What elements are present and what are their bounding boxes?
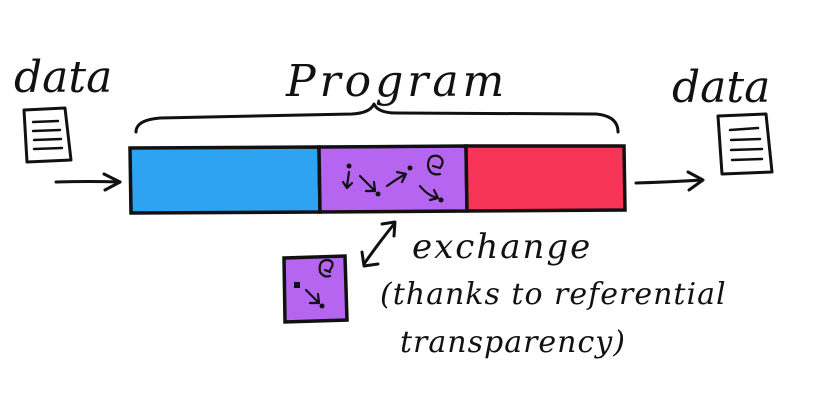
output-document-icon xyxy=(716,112,774,176)
input-arrow xyxy=(54,180,122,184)
output-arrowhead xyxy=(686,170,705,192)
program-segment-right xyxy=(464,144,627,213)
program-label: Program xyxy=(285,56,508,107)
middle-segment-doodles xyxy=(341,154,444,203)
program-brace xyxy=(134,102,620,134)
referential-label: (thanks to referential xyxy=(380,277,727,312)
input-arrowhead xyxy=(102,172,122,192)
program-bar xyxy=(128,144,627,215)
replacement-block-doodles xyxy=(294,258,334,309)
program-segment-middle xyxy=(317,144,469,214)
program-segment-left xyxy=(128,145,322,215)
exchange-double-arrow xyxy=(360,220,397,268)
output-data-label: data xyxy=(672,62,770,113)
input-document-icon xyxy=(22,106,73,164)
transparency-label: transparency) xyxy=(400,325,626,360)
input-data-label: data xyxy=(14,52,112,103)
exchange-label: exchange xyxy=(412,227,592,267)
output-arrow xyxy=(634,178,704,185)
replacement-block xyxy=(282,254,349,324)
